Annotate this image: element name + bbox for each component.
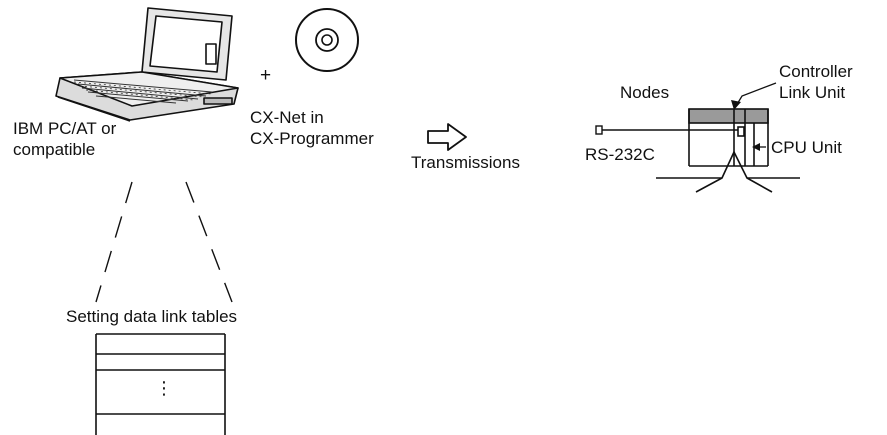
transmissions-label: Transmissions xyxy=(411,153,520,172)
data-link-table xyxy=(95,333,226,435)
nodes-label: Nodes xyxy=(620,83,670,102)
connector-dashed-lines xyxy=(95,181,233,303)
plus-sign: + xyxy=(260,65,272,86)
controller-link-unit-label: Controller Link Unit xyxy=(779,61,853,103)
software-label-line2: CX-Programmer xyxy=(250,129,374,148)
table-ellipsis: ⋮ xyxy=(155,378,173,398)
laptop-icon xyxy=(55,7,239,122)
controller-label-line2: Link Unit xyxy=(779,83,846,102)
computer-label-line1: IBM PC/AT or xyxy=(13,119,117,138)
rs232c-cable xyxy=(595,125,738,135)
rs232c-label: RS-232C xyxy=(585,145,655,164)
computer-label: IBM PC/AT or compatible xyxy=(13,118,116,160)
controller-label-line1: Controller xyxy=(779,62,853,81)
plc-node xyxy=(656,108,800,193)
cpu-unit-label: CPU Unit xyxy=(771,138,842,157)
software-label: CX-Net in CX-Programmer xyxy=(250,107,374,149)
computer-label-line2: compatible xyxy=(13,140,96,159)
right-arrow-icon xyxy=(427,123,467,151)
cd-disc-icon xyxy=(295,8,359,72)
leader-arrowheads xyxy=(731,100,760,151)
software-label-line1: CX-Net in xyxy=(250,108,324,127)
data-link-tables-label: Setting data link tables xyxy=(66,307,238,326)
